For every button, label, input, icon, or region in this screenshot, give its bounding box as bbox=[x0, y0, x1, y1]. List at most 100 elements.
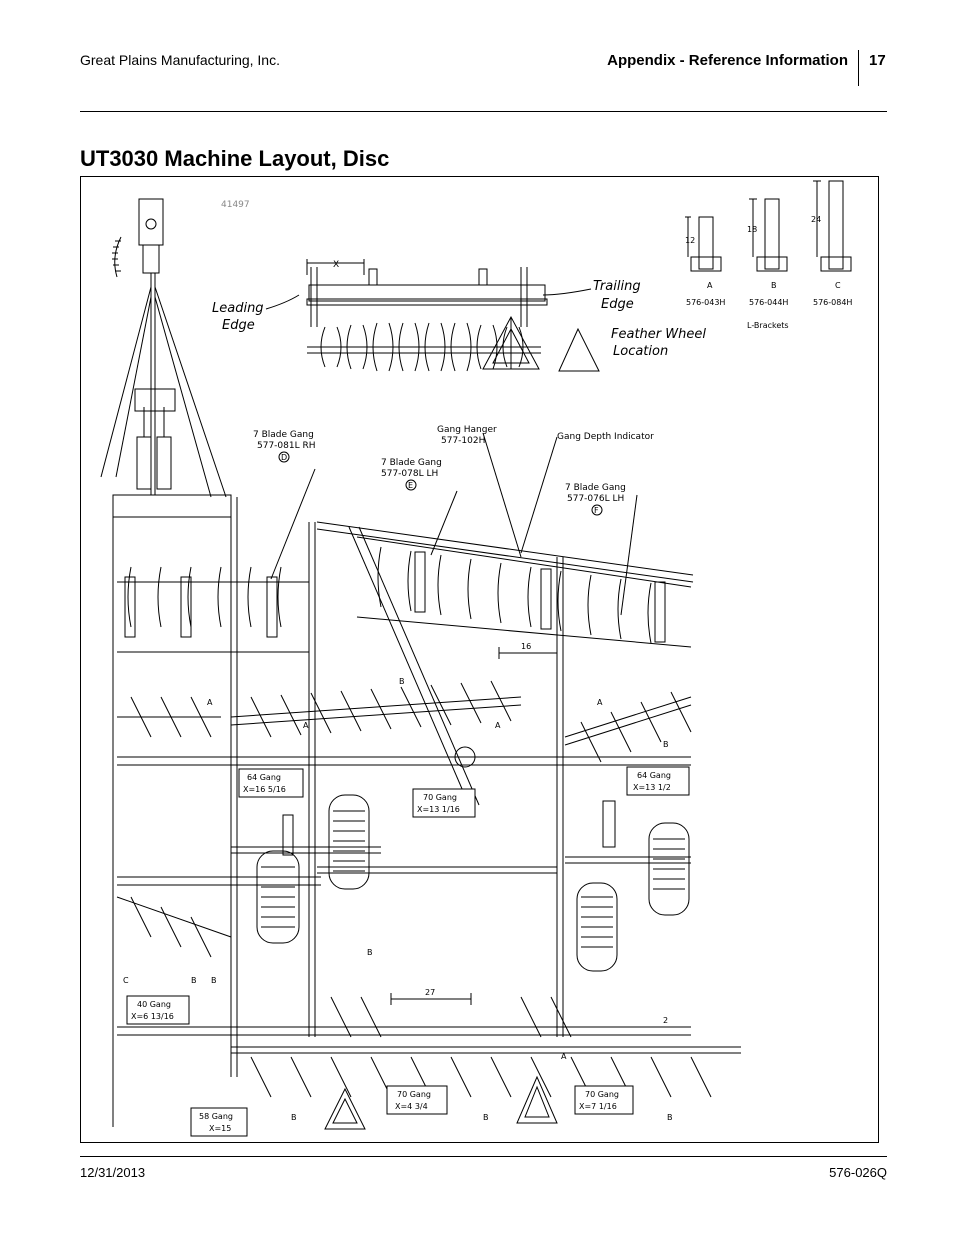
header-divider bbox=[858, 50, 859, 86]
gang-box-line2: X=7 1/16 bbox=[579, 1102, 617, 1111]
l-brackets-caption: L-Brackets bbox=[747, 321, 789, 330]
right-wheel-1 bbox=[576, 882, 618, 972]
l-bracket-b bbox=[749, 198, 788, 272]
feather-wheel-label-line2: Location bbox=[613, 344, 668, 359]
bracket-a-part: 576-043H bbox=[686, 298, 725, 307]
blade-gang-e-callout bbox=[405, 479, 417, 491]
header-section-title: Appendix - Reference Information bbox=[607, 52, 848, 69]
leading-edge-label-line2: Edge bbox=[222, 318, 255, 333]
point-label: B bbox=[667, 1113, 673, 1122]
machine-layout-drawing: 41497 Leading Edge Trailing Edge Feather… bbox=[100, 180, 852, 1137]
trailing-edge-label-line2: Edge bbox=[601, 297, 634, 312]
hitch-assembly bbox=[100, 198, 227, 498]
gang-box-line2: X=13 1/2 bbox=[633, 783, 671, 792]
point-label: A bbox=[303, 721, 309, 730]
blade-gang-e-label-line2: 577-078L LH bbox=[381, 469, 438, 479]
footer-document-number: 576-026Q bbox=[829, 1165, 887, 1180]
bracket-b-dim: 18 bbox=[747, 225, 757, 234]
blade-gang-f-callout bbox=[591, 504, 603, 516]
gang-depth-indicator-label: Gang Depth Indicator bbox=[557, 432, 654, 442]
point-label: B bbox=[191, 976, 197, 985]
page-title: UT3030 Machine Layout, Disc bbox=[80, 146, 390, 171]
gang-box-line1: 58 Gang bbox=[199, 1112, 233, 1121]
gang-box-line1: 64 Gang bbox=[247, 773, 281, 782]
dimension-label: 2 bbox=[663, 1016, 668, 1025]
l-bracket-a bbox=[685, 216, 722, 272]
bracket-b-letter: B bbox=[771, 281, 777, 290]
warning-triangle bbox=[324, 1087, 366, 1130]
blade-gang-f-letter: F bbox=[594, 506, 599, 515]
gang-box-line1: 40 Gang bbox=[137, 1000, 171, 1009]
gang-hanger-label-line1: Gang Hanger bbox=[437, 425, 497, 435]
gang-box bbox=[574, 1085, 634, 1115]
gang-box-line2: X=16 5/16 bbox=[243, 785, 286, 794]
mid-gangs bbox=[117, 680, 692, 763]
hydraulic-cylinder bbox=[602, 800, 616, 848]
leading-edge-label-line1: Leading bbox=[212, 301, 264, 316]
header-company: Great Plains Manufacturing, Inc. bbox=[80, 52, 280, 68]
header-rule bbox=[80, 111, 887, 112]
gang-box bbox=[126, 995, 190, 1025]
blade-gang-e-letter: E bbox=[408, 481, 413, 490]
point-label: B bbox=[663, 740, 669, 749]
gang-box-line1: 64 Gang bbox=[637, 771, 671, 780]
bracket-c-dim: 24 bbox=[811, 215, 821, 224]
footer-date: 12/31/2013 bbox=[80, 1165, 146, 1180]
blade-gang-d-label-line1: 7 Blade Gang bbox=[253, 430, 314, 440]
gang-hanger-label-line2: 577-102H bbox=[441, 436, 485, 446]
page-number: 17 bbox=[869, 52, 886, 69]
point-label: B bbox=[291, 1113, 297, 1122]
blade-gang-f-label-line2: 577-076L LH bbox=[567, 494, 624, 504]
gang-box bbox=[238, 768, 304, 798]
warning-triangle bbox=[516, 1075, 558, 1124]
leading-edge-leader bbox=[265, 294, 300, 310]
point-label: A bbox=[561, 1052, 567, 1061]
feather-wheel-label-line1: Feather Wheel bbox=[611, 327, 706, 342]
blade-gang-f-label-line1: 7 Blade Gang bbox=[565, 483, 626, 493]
bracket-b-part: 576-044H bbox=[749, 298, 788, 307]
point-label: B bbox=[483, 1113, 489, 1122]
trailing-edge-label-line1: Trailing bbox=[593, 279, 641, 294]
right-wheel-2 bbox=[648, 822, 690, 916]
point-label: A bbox=[207, 698, 213, 707]
gang-box bbox=[626, 766, 690, 796]
bracket-c-part: 576-084H bbox=[813, 298, 852, 307]
footer-rule bbox=[80, 1156, 887, 1157]
trailing-edge-leader bbox=[542, 288, 592, 296]
rear-gangs bbox=[116, 896, 741, 1098]
point-label: A bbox=[495, 721, 501, 730]
gang-box-line2: X=15 bbox=[209, 1124, 231, 1133]
gang-box bbox=[386, 1085, 448, 1115]
x-dimension-label: X bbox=[333, 260, 339, 270]
gang-box-line2: X=4 3/4 bbox=[395, 1102, 428, 1111]
dimension-label: 16 bbox=[521, 642, 531, 651]
blade-gang-e-label-line1: 7 Blade Gang bbox=[381, 458, 442, 468]
point-label: C bbox=[123, 976, 129, 985]
pivot-joint bbox=[454, 746, 476, 768]
gang-box-line1: 70 Gang bbox=[397, 1090, 431, 1099]
l-bracket-c bbox=[813, 180, 852, 272]
point-label: B bbox=[399, 677, 405, 686]
dimension-label: 27 bbox=[425, 988, 435, 997]
center-wheel bbox=[328, 794, 370, 890]
blade-gang-d-letter: D bbox=[281, 453, 287, 462]
front-gangs bbox=[117, 536, 692, 653]
hydraulic-cylinder bbox=[282, 814, 294, 856]
bracket-c-letter: C bbox=[835, 281, 841, 290]
main-frame bbox=[112, 494, 694, 1127]
gang-box bbox=[412, 788, 476, 818]
gang-box-line1: 70 Gang bbox=[423, 793, 457, 802]
left-wheel bbox=[256, 850, 300, 944]
gang-box bbox=[190, 1107, 248, 1137]
blade-gang-d-label-line2: 577-081L RH bbox=[257, 441, 316, 451]
bracket-a-letter: A bbox=[707, 281, 713, 290]
rear-view-assembly bbox=[306, 259, 600, 372]
blade-gang-d-callout bbox=[278, 451, 290, 463]
gang-box-line2: X=6 13/16 bbox=[131, 1012, 174, 1021]
bracket-a-dim: 12 bbox=[685, 236, 695, 245]
point-label: B bbox=[211, 976, 217, 985]
machine-layout-figure: 41497 Leading Edge Trailing Edge Feather… bbox=[80, 176, 879, 1143]
gang-box-line1: 70 Gang bbox=[585, 1090, 619, 1099]
point-label: B bbox=[367, 948, 373, 957]
figure-id: 41497 bbox=[221, 200, 250, 210]
